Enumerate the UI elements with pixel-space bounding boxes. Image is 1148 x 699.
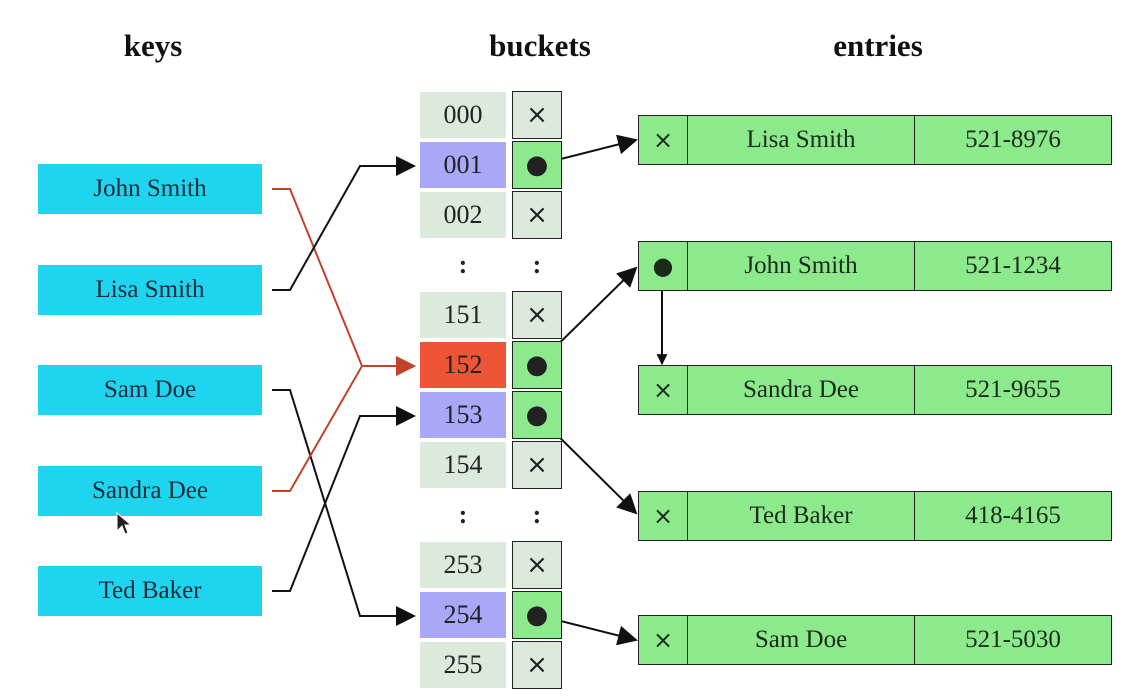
entry-next-pointer: × [639, 492, 688, 540]
entry-next-pointer: × [639, 616, 688, 664]
arrow-lisa-smith-to-001 [272, 156, 416, 291]
bucket-index-254: 254 [420, 592, 506, 638]
keys-heading: keys [123, 28, 183, 63]
entry-name: Sam Doe [688, 616, 915, 664]
bucket-slot-255: × [512, 641, 562, 689]
entry-next-pointer: ● [639, 242, 688, 290]
bucket-index-152: 152 [420, 342, 506, 388]
bucket-slot-002: × [512, 191, 562, 239]
entry-sam-doe: × Sam Doe 521-5030 [638, 615, 1112, 665]
entry-next-pointer: × [639, 366, 688, 414]
entry-phone: 521-9655 [965, 376, 1061, 403]
entry-lisa-smith: × Lisa Smith 521-8976 [638, 115, 1112, 165]
bucket-index-153: 153 [420, 392, 506, 438]
bucket-index-253: 253 [420, 542, 506, 588]
entries-heading: entries [833, 28, 923, 63]
bucket-slot-152: ● [512, 341, 562, 389]
key-sam-doe: Sam Doe [38, 365, 262, 415]
entry-phone: 521-5030 [965, 626, 1061, 653]
bucket-index-154: 154 [420, 442, 506, 488]
bucket-index-151: 151 [420, 292, 506, 338]
entry-name: Lisa Smith [688, 116, 915, 164]
entry-phone: 521-1234 [965, 252, 1061, 279]
entry-phone: 521-8976 [965, 126, 1061, 153]
bucket-slot-254: ● [512, 591, 562, 639]
bucket-slot-151: × [512, 291, 562, 339]
arrow-sandra-dee-to-152 [272, 356, 416, 492]
bucket-slot-ellipsis-1: : [532, 250, 542, 279]
bucket-slot-253: × [512, 541, 562, 589]
buckets-heading: buckets [489, 28, 591, 63]
bucket-slot-001: ● [512, 141, 562, 189]
arrow-ted-baker-to-153 [272, 406, 416, 592]
bucket-index-001: 001 [420, 142, 506, 188]
key-lisa-smith: Lisa Smith [38, 265, 262, 315]
bucket-slot-ellipsis-2: : [532, 500, 542, 529]
bucket-slot-154: × [512, 441, 562, 489]
entry-sandra-dee: × Sandra Dee 521-9655 [638, 365, 1112, 415]
key-sandra-dee: Sandra Dee [38, 466, 262, 516]
entry-john-smith: ● John Smith 521-1234 [638, 241, 1112, 291]
key-john-smith: John Smith [38, 164, 262, 214]
entry-name: Ted Baker [688, 492, 915, 540]
bucket-index-ellipsis-2: : [458, 500, 468, 529]
key-ted-baker: Ted Baker [38, 566, 262, 616]
bucket-index-ellipsis-1: : [458, 250, 468, 279]
bucket-index-002: 002 [420, 192, 506, 238]
entry-name: Sandra Dee [688, 366, 915, 414]
mouse-cursor-icon [116, 512, 133, 535]
bucket-slot-153: ● [512, 391, 562, 439]
entry-ted-baker: × Ted Baker 418-4165 [638, 491, 1112, 541]
arrow-john-smith-to-152 [272, 188, 416, 376]
bucket-index-255: 255 [420, 642, 506, 688]
bucket-slot-000: × [512, 91, 562, 139]
bucket-index-000: 000 [420, 92, 506, 138]
entry-name: John Smith [688, 242, 915, 290]
entry-phone: 418-4165 [965, 502, 1061, 529]
entry-next-pointer: × [639, 116, 688, 164]
